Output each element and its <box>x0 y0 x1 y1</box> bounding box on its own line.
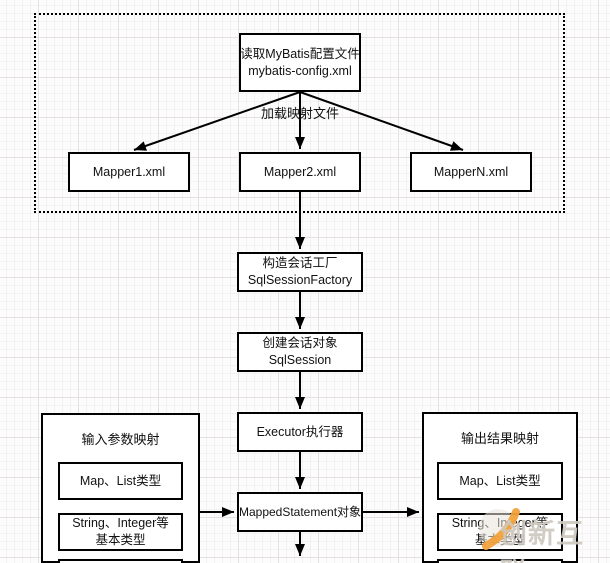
node-mapperN: MapperN.xml <box>410 152 532 192</box>
output-item-map-list: Map、List类型 <box>437 462 563 500</box>
node-read-config-line2: mybatis-config.xml <box>248 63 352 78</box>
input-item-basic-types: String、Integer等 基本类型 <box>58 513 183 551</box>
output-item-cutoff-box <box>437 559 563 563</box>
node-sql-session-line2: SqlSession <box>268 353 332 367</box>
node-sql-session-line1: 创建会话对象 <box>262 336 338 350</box>
node-session-factory: 构造会话工厂 SqlSessionFactory <box>237 252 363 292</box>
node-mapper2: Mapper2.xml <box>239 152 361 192</box>
edge-label-load-mapping: 加载映射文件 <box>260 106 339 121</box>
node-sql-session: 创建会话对象 SqlSession <box>237 332 363 372</box>
input-mapping-panel-title: 输入参数映射 <box>81 432 160 447</box>
node-session-factory-line1: 构造会话工厂 <box>262 256 338 270</box>
input-item-cutoff-box <box>58 559 183 563</box>
node-read-config: 读取MyBatis配置文件 mybatis-config.xml <box>239 33 361 92</box>
node-read-config-line1: 读取MyBatis配置文件 <box>240 46 360 61</box>
input-item-map-list: Map、List类型 <box>58 462 183 500</box>
node-mapped-statement: MappedStatement对象 <box>237 492 363 532</box>
node-mapper1: Mapper1.xml <box>68 152 190 192</box>
output-mapping-panel-title: 输出结果映射 <box>460 431 539 446</box>
node-executor: Executor执行器 <box>237 412 363 452</box>
node-session-factory-line2: SqlSessionFactory <box>247 273 353 287</box>
output-item-basic-types: String、Integer等 基本类型 <box>437 513 563 551</box>
